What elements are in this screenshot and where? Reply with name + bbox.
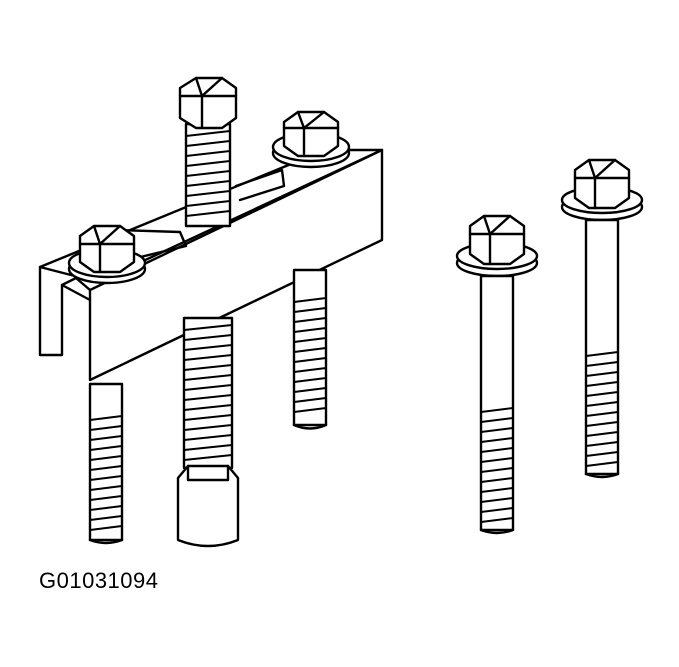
loose-bolt-middle	[455, 214, 539, 535]
bar-left-bolt	[67, 224, 147, 545]
loose-bolt-right	[560, 158, 644, 479]
figure-code-label: G01031094	[39, 568, 159, 593]
bar-right-bolt	[271, 110, 351, 430]
center-forcing-screw	[176, 76, 240, 548]
